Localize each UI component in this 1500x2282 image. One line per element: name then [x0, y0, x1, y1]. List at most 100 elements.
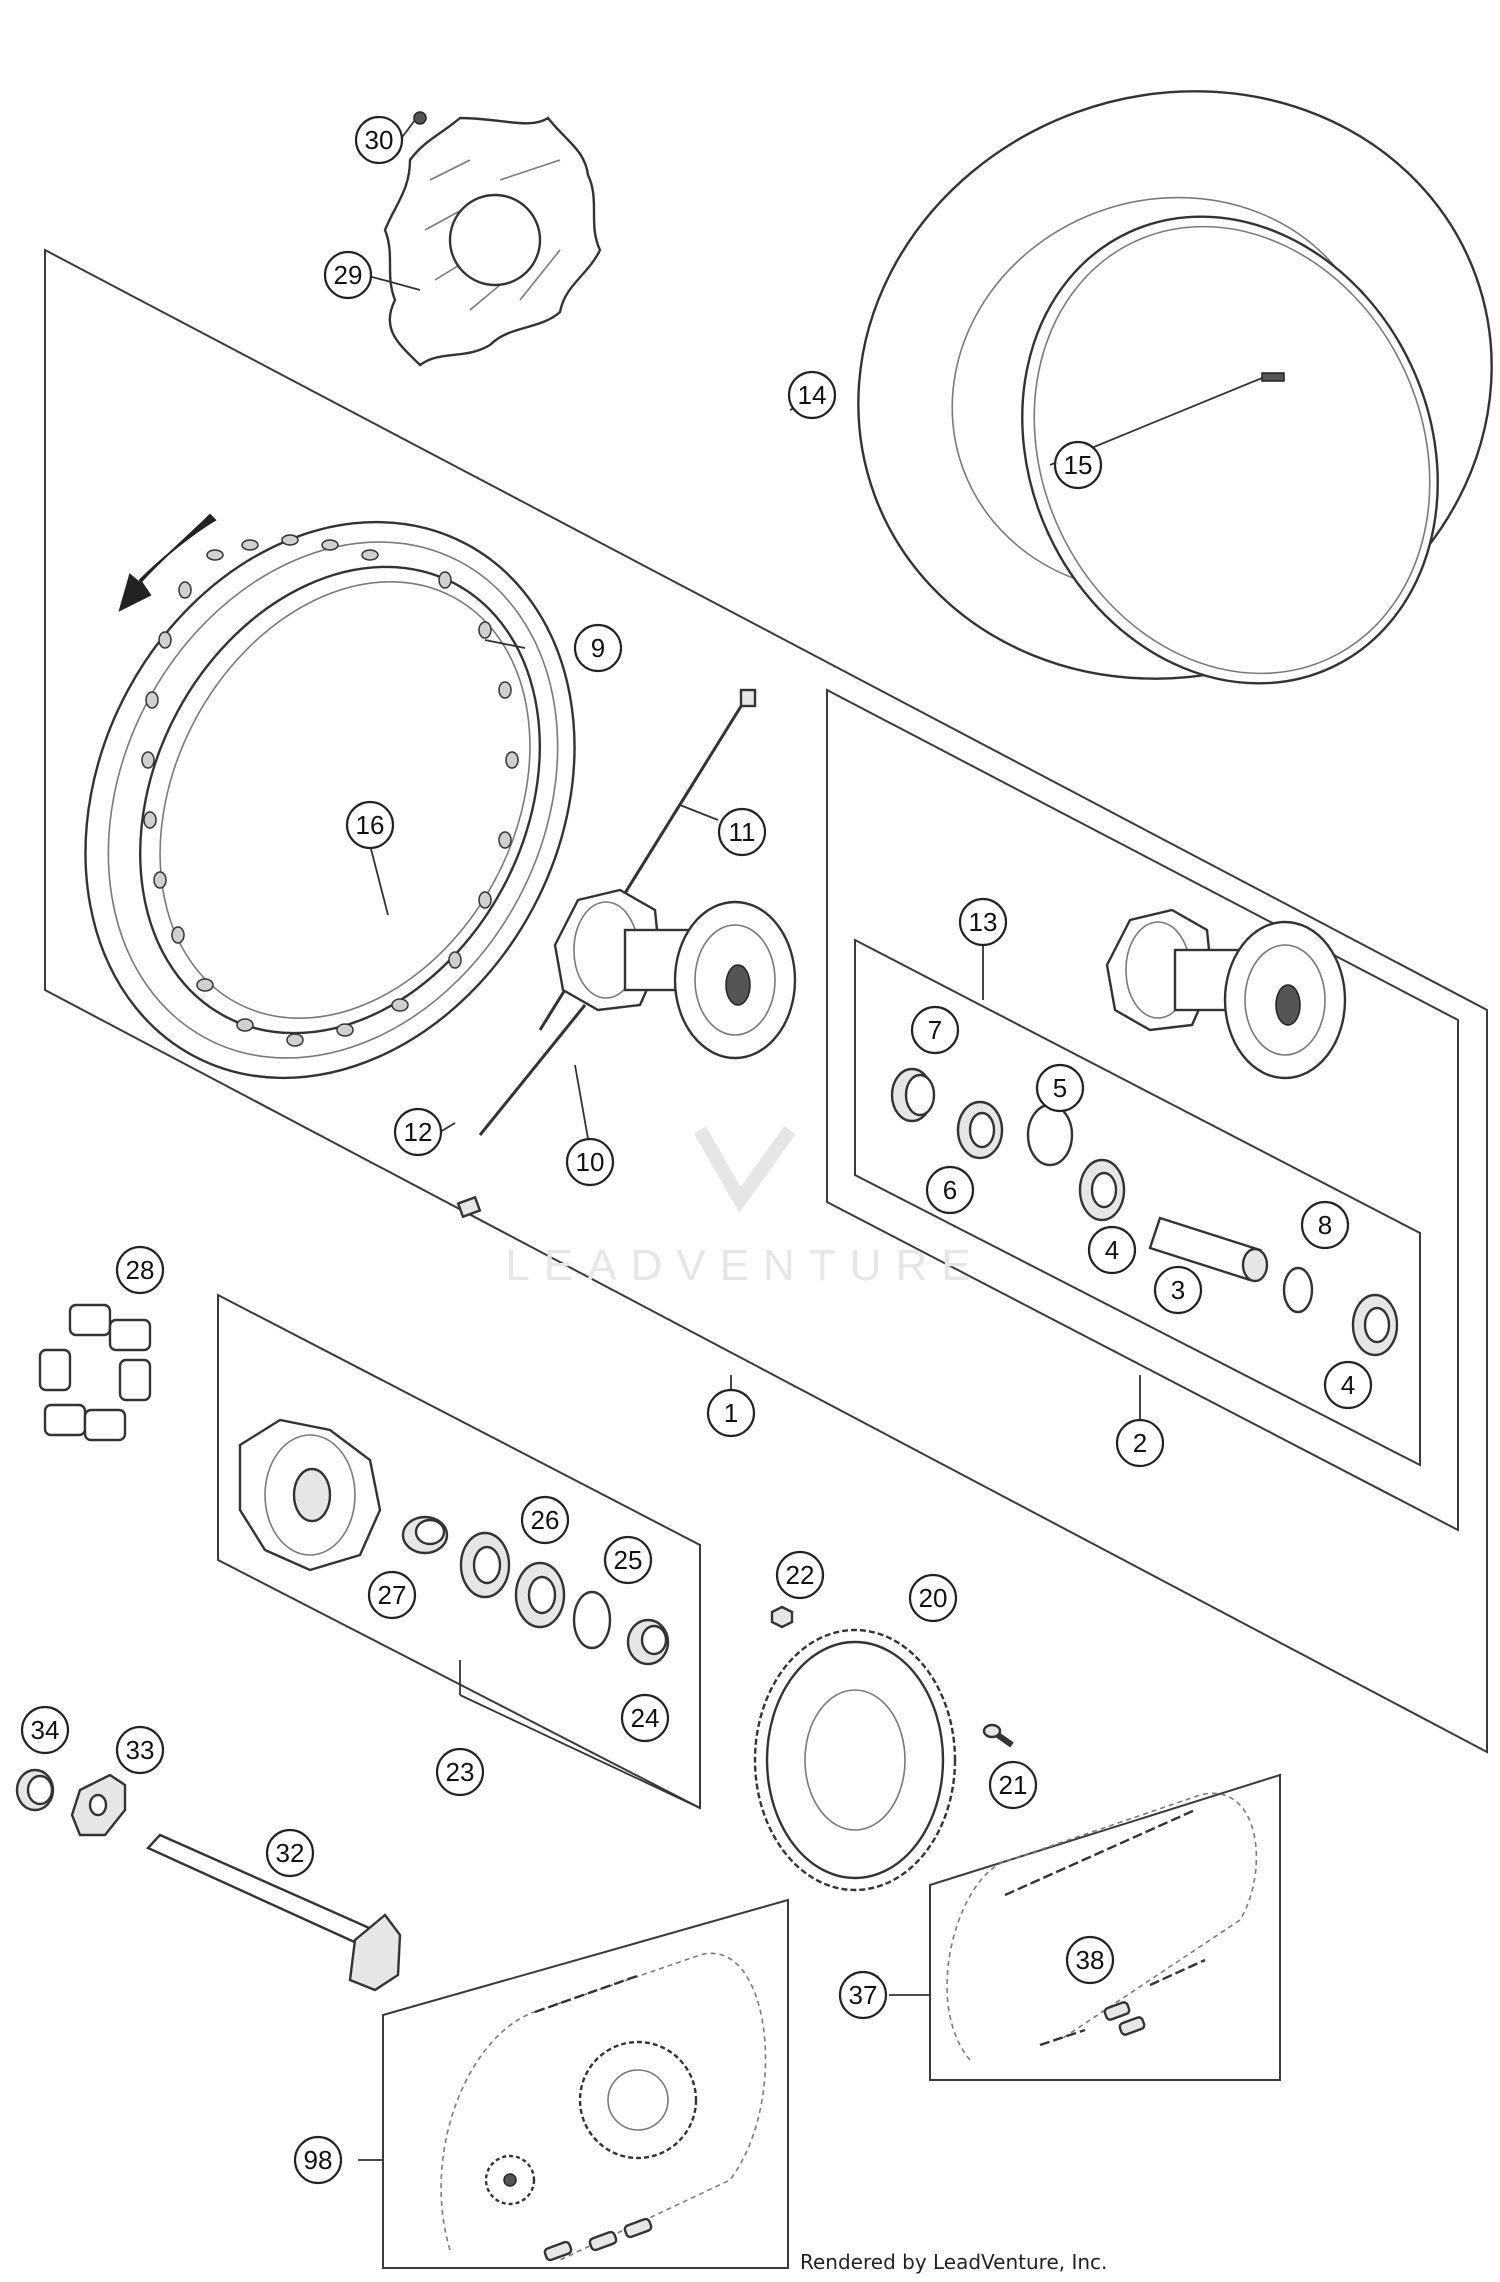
bearing-4-lower — [1351, 1293, 1399, 1357]
callout[interactable]: 21 — [988, 1760, 1038, 1810]
callout-label: 25 — [614, 1545, 643, 1575]
rim — [84, 520, 576, 1080]
circlip-25 — [572, 1590, 612, 1650]
callout[interactable]: 29 — [323, 250, 373, 300]
drive-kit-illustration — [440, 1952, 767, 2262]
bearing-kit-frame — [854, 938, 1421, 1467]
callout[interactable]: 4 — [1323, 1360, 1373, 1410]
callout-label: 11 — [729, 817, 756, 847]
chain — [946, 1792, 1258, 2061]
callout-label: 29 — [334, 260, 363, 290]
circlip-5 — [1026, 1103, 1074, 1167]
callout[interactable]: 3 — [1153, 1265, 1203, 1315]
callout-label: 33 — [126, 1735, 155, 1765]
callout-label: 1 — [724, 1398, 738, 1428]
callout[interactable]: 14 — [787, 370, 837, 420]
cush-drive-dampers — [38, 1303, 152, 1442]
chain-adjuster — [70, 1773, 127, 1837]
sprocket-carrier — [238, 1418, 382, 1572]
callout-label: 23 — [446, 1757, 475, 1787]
render-credit: Rendered by LeadVenture, Inc. — [800, 2250, 1108, 2274]
seal-7 — [890, 1067, 936, 1123]
callout-label: 16 — [356, 810, 385, 840]
callout-label: 26 — [531, 1505, 560, 1535]
callout[interactable]: 25 — [603, 1535, 653, 1585]
callout[interactable]: 7 — [910, 1005, 960, 1055]
washer-8 — [1282, 1266, 1314, 1314]
callout[interactable]: 8 — [1300, 1200, 1350, 1250]
rim-spoke-holes — [141, 534, 519, 1047]
callout-label: 30 — [365, 125, 394, 155]
callout[interactable]: 38 — [1065, 1935, 1115, 1985]
callout-label: 13 — [969, 907, 998, 937]
callout-label: 24 — [631, 1703, 660, 1733]
disc-bolt — [413, 111, 427, 125]
bearing-6 — [956, 1100, 1004, 1160]
callout[interactable]: 1 — [706, 1388, 756, 1438]
callout-label: 3 — [1171, 1275, 1185, 1305]
callout[interactable]: 22 — [775, 1550, 825, 1600]
callout-label: 21 — [999, 1770, 1028, 1800]
callout[interactable]: 10 — [565, 1137, 615, 1187]
callout-label: 38 — [1076, 1945, 1105, 1975]
wheel-assembly-frame — [44, 248, 1488, 1754]
callout[interactable]: 12 — [393, 1107, 443, 1157]
callout-label: 8 — [1318, 1210, 1332, 1240]
callout[interactable]: 2 — [1115, 1418, 1165, 1468]
callout[interactable]: 6 — [925, 1165, 975, 1215]
drive-kit-frame — [382, 1898, 789, 2269]
callout[interactable]: 98 — [293, 2135, 343, 2185]
callout-label: 32 — [276, 1838, 305, 1868]
callout[interactable]: 23 — [435, 1747, 485, 1797]
callout-label: 2 — [1133, 1428, 1147, 1458]
spoke-nipple — [456, 1195, 482, 1219]
callout-label: 9 — [591, 633, 605, 663]
callout[interactable]: 9 — [573, 623, 623, 673]
watermark: LEADVENTURE — [505, 1125, 984, 1290]
callout[interactable]: 27 — [367, 1570, 417, 1620]
axle — [145, 1833, 402, 1992]
spacer-27 — [401, 1515, 449, 1555]
callout[interactable]: 4 — [1087, 1225, 1137, 1275]
callout-label: 4 — [1105, 1235, 1119, 1265]
callout-label: 5 — [1053, 1073, 1067, 1103]
callout-label: 28 — [126, 1255, 155, 1285]
callout[interactable]: 28 — [115, 1245, 165, 1295]
callout[interactable]: 5 — [1035, 1063, 1085, 1113]
callout-label: 37 — [849, 1980, 878, 2010]
spoke-lower — [478, 1004, 587, 1136]
callout-label: 22 — [786, 1560, 815, 1590]
callout-label: 12 — [404, 1117, 433, 1147]
callout[interactable]: 32 — [265, 1828, 315, 1878]
bearing-26b — [514, 1561, 566, 1629]
watermark-text: LEADVENTURE — [505, 1241, 984, 1290]
bearing-4-upper — [1078, 1158, 1126, 1222]
callout-label: 6 — [943, 1175, 957, 1205]
callout-label: 4 — [1341, 1370, 1355, 1400]
callout[interactable]: 34 — [20, 1705, 70, 1755]
axle-spacer-34 — [15, 1768, 55, 1812]
callout[interactable]: 15 — [1053, 440, 1103, 490]
callout[interactable]: 13 — [958, 897, 1008, 947]
callout[interactable]: 26 — [520, 1495, 570, 1545]
callout[interactable]: 33 — [115, 1725, 165, 1775]
callout-label: 15 — [1064, 450, 1093, 480]
sprocket-nut — [770, 1605, 794, 1629]
callout-label: 10 — [576, 1147, 605, 1177]
callout[interactable]: 37 — [838, 1970, 888, 2020]
rotation-arrow-icon — [118, 513, 217, 612]
callout[interactable]: 20 — [908, 1573, 958, 1623]
callout[interactable]: 30 — [354, 115, 404, 165]
rear-sprocket — [753, 1628, 957, 1892]
callout-label: 7 — [928, 1015, 942, 1045]
callout[interactable]: 16 — [345, 800, 395, 850]
sprocket-bolt — [982, 1723, 1014, 1748]
chain-kit-frame — [929, 1773, 1281, 2081]
spacer-24 — [626, 1618, 670, 1666]
spacer-3 — [1148, 1216, 1269, 1283]
callout[interactable]: 24 — [620, 1693, 670, 1743]
callout[interactable]: 11 — [717, 807, 767, 857]
hub-kit — [1105, 908, 1347, 1080]
callout-label: 14 — [798, 380, 827, 410]
